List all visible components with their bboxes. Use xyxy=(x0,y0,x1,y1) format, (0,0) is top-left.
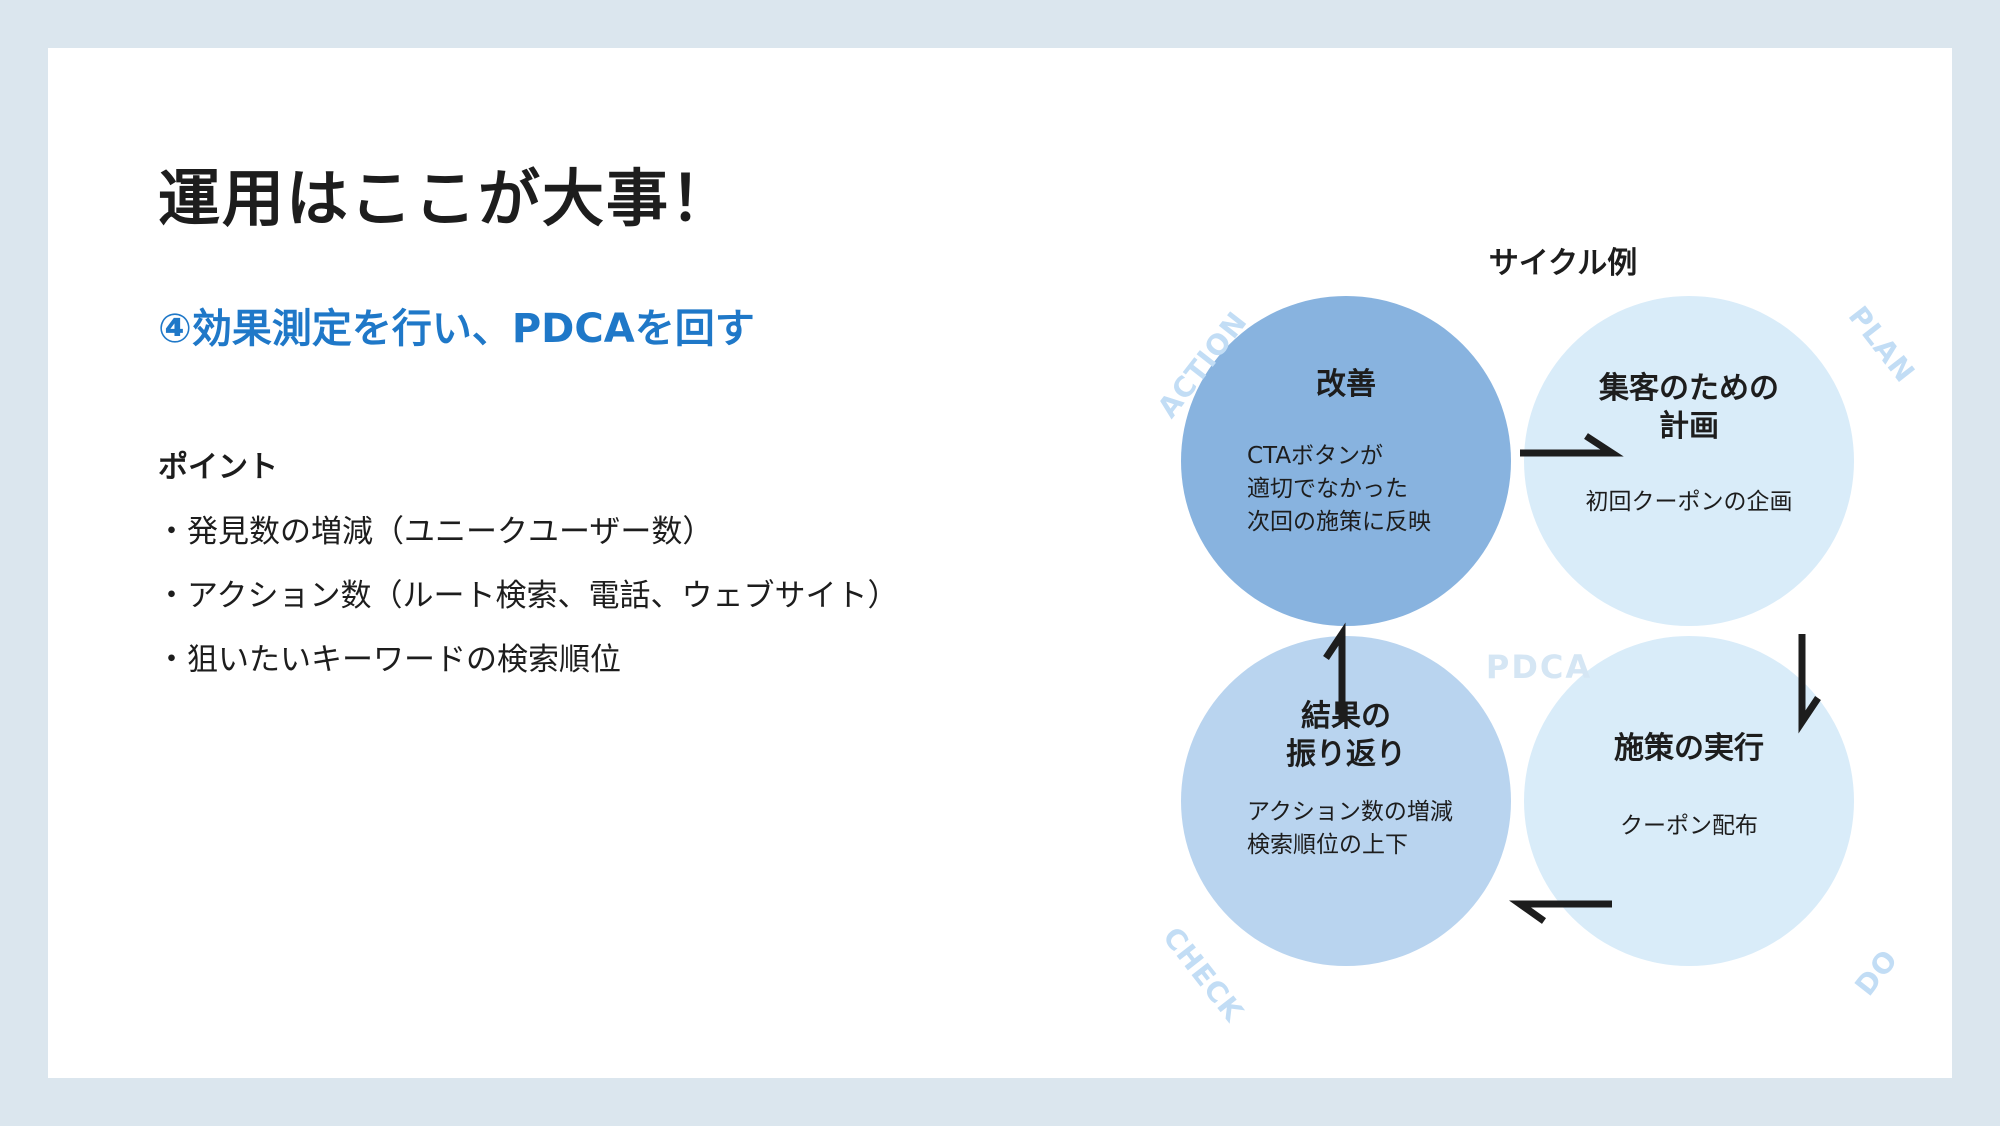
points-list: ・発見数の増減（ユニークユーザー数） ・アクション数（ルート検索、電話、ウェブサ… xyxy=(156,500,898,692)
action-circle: 改善 CTAボタンが 適切でなかった 次回の施策に反映 xyxy=(1181,296,1511,626)
action-body-line: 次回の施策に反映 xyxy=(1247,509,1431,535)
action-heading: 改善 xyxy=(1316,367,1376,402)
do-heading: 施策の実行 xyxy=(1614,731,1764,766)
check-body-line: 検索順位の上下 xyxy=(1247,832,1408,858)
action-body-line: 適切でなかった xyxy=(1247,476,1408,502)
pdca-center-label: PDCA xyxy=(1485,648,1593,686)
list-item: ・狙いたいキーワードの検索順位 xyxy=(156,642,621,678)
check-circle: 結果の 振り返り アクション数の増減 検索順位の上下 xyxy=(1181,636,1511,966)
arrow-check-to-action xyxy=(1323,622,1346,722)
action-body: CTAボタンが 適切でなかった 次回の施策に反映 xyxy=(1247,440,1431,539)
section-subtitle: ④効果測定を行い、PDCAを回す xyxy=(158,306,755,352)
cycle-arrows xyxy=(1323,433,1821,924)
slide-card: 運用はここが大事！ ④効果測定を行い、PDCAを回す ポイント ・発見数の増減（… xyxy=(48,48,1952,1078)
arrow-action-to-plan xyxy=(1520,433,1624,457)
plan-heading-line: 集客のための xyxy=(1599,371,1779,406)
check-heading-line: 振り返り xyxy=(1286,737,1406,772)
do-body: クーポン配布 xyxy=(1524,810,1854,843)
list-item: ・発見数の増減（ユニークユーザー数） xyxy=(156,514,714,550)
plan-circle: 集客のための 計画 初回クーポンの企画 xyxy=(1524,296,1854,626)
do-body-line: クーポン配布 xyxy=(1620,813,1758,839)
plan-body: 初回クーポンの企画 xyxy=(1524,486,1854,519)
arrow-do-to-check xyxy=(1509,900,1612,924)
plan-body-line: 初回クーポンの企画 xyxy=(1585,489,1793,515)
points-heading: ポイント xyxy=(158,450,278,485)
pdca-diagram: サイクル例 改善 CTAボタンが 適切でなかった 次回の施策に反映 集客のための… xyxy=(1148,238,1928,1038)
cycle-title: サイクル例 xyxy=(1488,246,1638,281)
arrow-plan-to-do xyxy=(1798,634,1821,734)
list-item: ・アクション数（ルート検索、電話、ウェブサイト） xyxy=(156,578,899,614)
do-circle: 施策の実行 クーポン配布 xyxy=(1524,636,1854,966)
check-heading: 結果の 振り返り xyxy=(1181,698,1511,774)
check-heading-line: 結果の xyxy=(1301,699,1391,734)
page-title: 運用はここが大事！ xyxy=(158,162,735,235)
plan-heading-line: 計画 xyxy=(1659,409,1719,444)
plan-heading: 集客のための 計画 xyxy=(1524,370,1854,446)
check-body-line: アクション数の増減 xyxy=(1247,799,1453,825)
action-body-line: CTAボタンが xyxy=(1247,443,1384,469)
check-body: アクション数の増減 検索順位の上下 xyxy=(1247,796,1453,862)
